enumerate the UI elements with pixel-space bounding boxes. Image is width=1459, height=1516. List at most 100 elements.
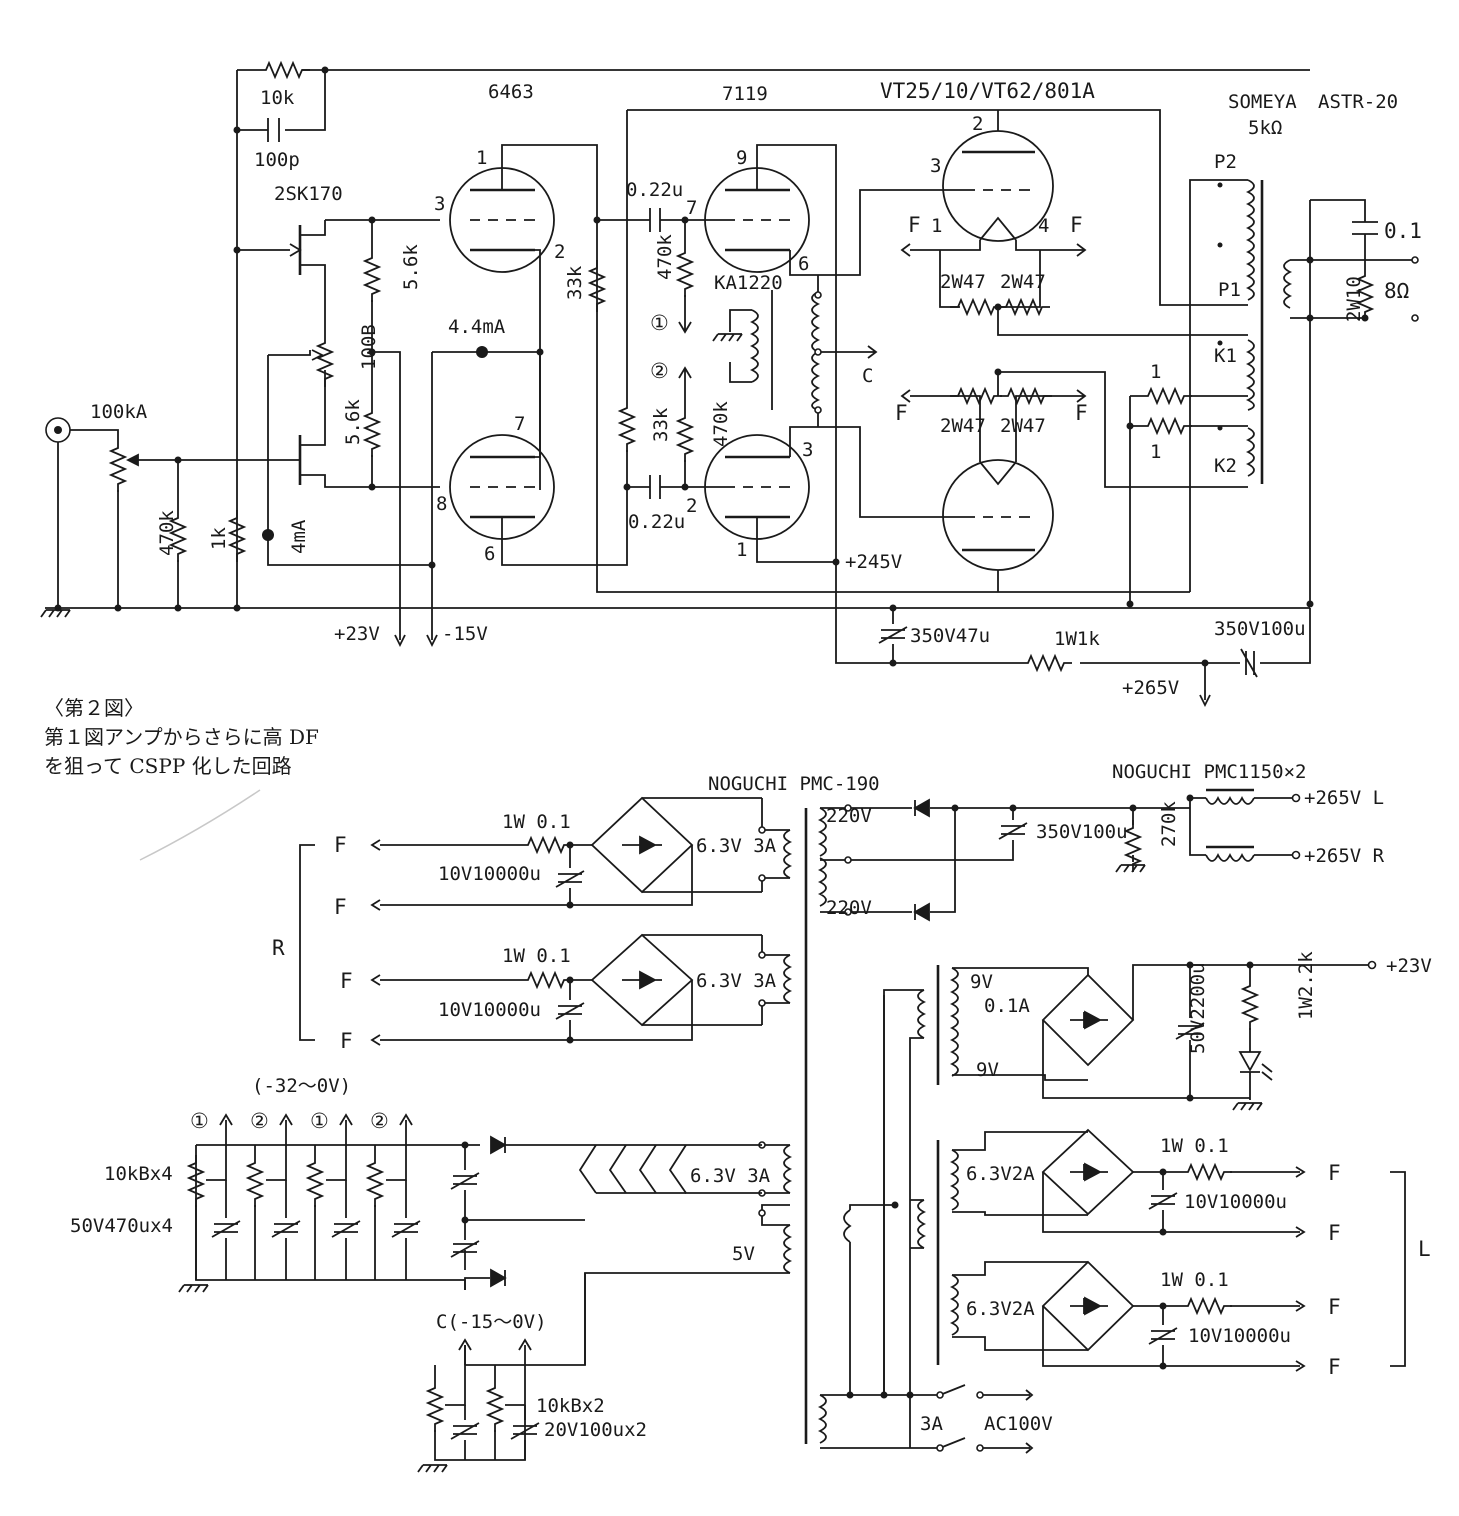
label-6.3v-3a: 6.3V 3A	[690, 1165, 771, 1187]
ac-primary	[817, 995, 1034, 1454]
label-33k-a: 33k	[564, 265, 586, 300]
terminal-k1: K1	[1214, 345, 1237, 367]
terminal-p1: P1	[1218, 279, 1241, 301]
label-2w47: 2W47	[1000, 271, 1046, 293]
label-100ka: 100kA	[90, 401, 148, 423]
label-6.3v-3a: 6.3V 3A	[696, 970, 777, 992]
heater-supply-r2	[370, 933, 793, 1046]
label-plus-265v: +265V	[1122, 677, 1179, 699]
label-psu-350v100u: 350V100u	[1036, 821, 1128, 843]
label-265v-l: +265V L	[1304, 787, 1384, 809]
label-0.22u-top: 0.22u	[626, 179, 683, 201]
pin-label: 2	[686, 495, 697, 517]
resistor-2w47-b	[997, 299, 1051, 315]
label-1w-0.1: 1W 0.1	[502, 811, 571, 833]
label-0.1: 0.1	[1384, 219, 1422, 243]
label-output-tube: VT25/10/VT62/801A	[880, 79, 1095, 103]
pin-label: 1	[736, 539, 747, 561]
label-10k: 10k	[260, 87, 295, 109]
resistor-1-a	[1139, 388, 1193, 404]
label-someya: SOMEYA	[1228, 91, 1297, 113]
label-2w47: 2W47	[1000, 415, 1046, 437]
choke-ka1220	[712, 275, 878, 427]
label-6.3v2a: 6.3V2A	[966, 1298, 1035, 1320]
tube-output-top	[900, 110, 1248, 336]
pin-label: 7	[514, 413, 525, 435]
pin-label: 3	[930, 155, 941, 177]
label-plus-23v: +23V	[334, 623, 380, 645]
label-1k: 1k	[208, 527, 230, 550]
label-0.22u-bot: 0.22u	[628, 511, 685, 533]
volume-100ka	[110, 439, 126, 493]
label-10v10000u: 10V10000u	[438, 863, 541, 885]
label-100p: 100p	[254, 149, 300, 171]
pin-label: 4	[1038, 215, 1049, 237]
mark-2: ②	[250, 1109, 269, 1133]
mark-2-amp: ②	[650, 359, 669, 383]
label-1w-0.1: 1W 0.1	[1160, 1135, 1229, 1157]
fet-2sk170	[233, 220, 440, 488]
label-f: F	[340, 969, 353, 993]
label-1w-0.1: 1W 0.1	[502, 945, 571, 967]
pin-label: 1	[931, 215, 942, 237]
label-470k-top: 470k	[654, 234, 676, 280]
filament-label: F	[895, 401, 908, 425]
vr-100b	[317, 334, 333, 388]
label-33k-b: 33k	[650, 407, 672, 442]
label-astr-20: ASTR-20	[1318, 91, 1398, 113]
label-9v: 9V	[970, 971, 993, 993]
label-pmc1150: NOGUCHI PMC1150×2	[1112, 761, 1306, 783]
label-4.4ma: 4.4mA	[448, 316, 506, 338]
label-plus-245v: +245V	[845, 551, 902, 573]
label-pmc-190: NOGUCHI PMC-190	[708, 773, 880, 795]
label-2w10: 2W10	[1343, 276, 1365, 322]
label-r-group: R	[272, 936, 285, 960]
caption-line-1: 第１図アンプからさらに高 DF	[44, 725, 319, 749]
figure-caption: 〈第２図〉 第１図アンプからさらに高 DF を狙って CSPP 化した回路	[44, 694, 319, 781]
filament-label: F	[1075, 401, 1088, 425]
label-350v100u: 350V100u	[1214, 618, 1306, 640]
label-l-group: L	[1418, 1237, 1431, 1261]
tube-7119	[704, 144, 965, 575]
label-5k-ohm: 5kΩ	[1248, 117, 1282, 139]
resistor-470k-top	[677, 244, 693, 298]
label-ac100v: AC100V	[984, 1413, 1053, 1435]
pin-label: 2	[554, 241, 565, 263]
label-6.3v2a: 6.3V2A	[966, 1163, 1035, 1185]
label-5.6k-b: 5.6k	[342, 399, 364, 445]
amplifier-section: 10k 100p 100kA 470k 1k 2SK170 4	[40, 62, 1422, 708]
terminal-p2: P2	[1214, 151, 1237, 173]
label-20v100ux2: 20V100ux2	[544, 1419, 647, 1441]
caption-line-2: を狙って CSPP 化した回路	[44, 754, 292, 778]
mark-1: ①	[310, 1109, 329, 1133]
label-265v-r: +265V R	[1304, 845, 1385, 867]
resistor-5.6k-b	[364, 404, 380, 458]
resistor-33k-a	[589, 259, 605, 313]
label-1w1k: 1W1k	[1054, 628, 1100, 650]
tube-6463	[449, 144, 1190, 593]
resistor-2w47-d	[999, 388, 1053, 404]
label-1w2.2k: 1W2.2k	[1295, 951, 1317, 1020]
label-bias-range: (-32～0V)	[252, 1075, 351, 1097]
label-10v10000u: 10V10000u	[1188, 1325, 1291, 1347]
label-2w47: 2W47	[940, 271, 986, 293]
label-50v470ux4: 50V470ux4	[70, 1215, 173, 1237]
label-270k: 270k	[1158, 801, 1180, 847]
label-470k-in: 470k	[156, 510, 178, 556]
pin-label: 6	[484, 543, 495, 565]
resistor-33k-b	[619, 399, 635, 453]
label-470k-bot: 470k	[710, 401, 732, 447]
bias-supply	[178, 1113, 793, 1366]
pin-label: 6	[798, 253, 809, 275]
resistor-2w47-a	[949, 299, 1003, 315]
pin-label: 3	[434, 193, 445, 215]
label-5v: 5V	[732, 1243, 755, 1265]
label-100b: 100B	[358, 324, 380, 370]
resistor-5.6k-a	[364, 249, 380, 303]
terminal-k2: K2	[1214, 455, 1237, 477]
label-10kbx4: 10kBx4	[104, 1163, 173, 1185]
heater-supply-l	[910, 1128, 1306, 1372]
label-220v-a: 220V	[826, 805, 872, 827]
c-bias-supply	[417, 1338, 540, 1473]
